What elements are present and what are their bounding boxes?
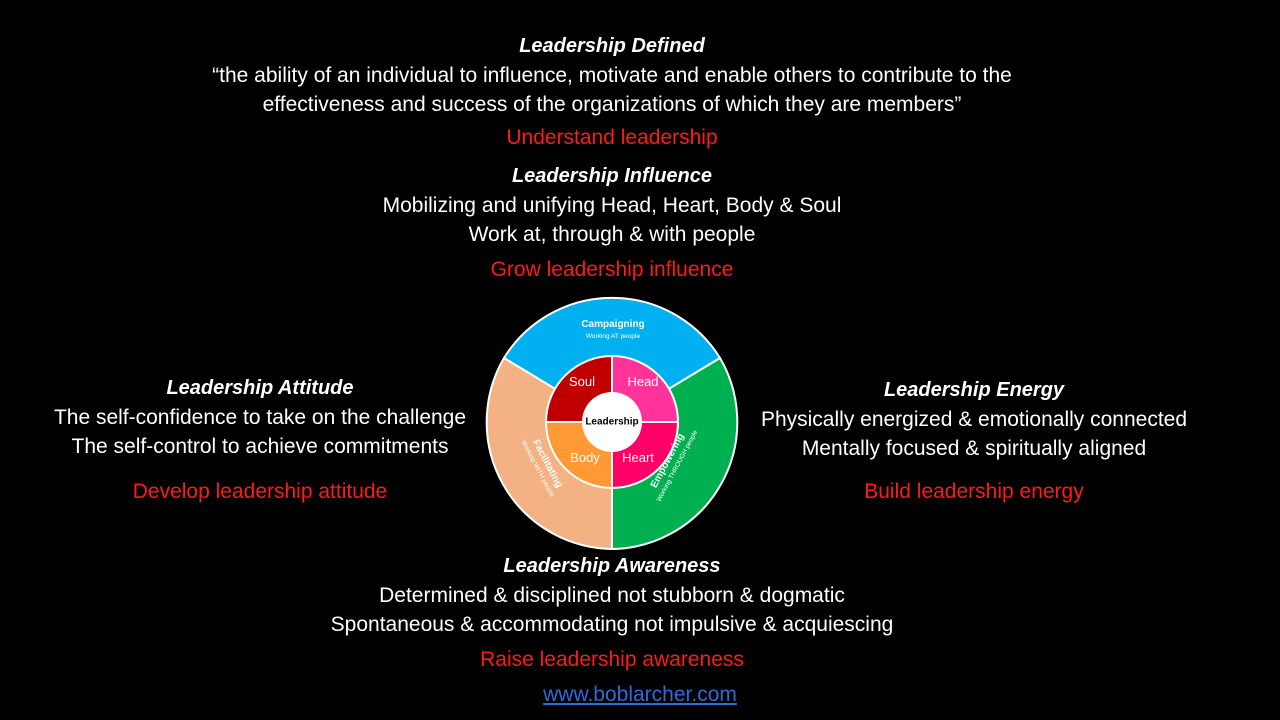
attitude-line-2: The self-control to achieve commitments bbox=[71, 435, 449, 458]
section-leadership-defined: Leadership Defined “the ability of an in… bbox=[0, 32, 1224, 152]
energy-line-2: Mentally focused & spiritually aligned bbox=[801, 437, 1147, 460]
awareness-line-2: Spontaneous & accommodating not impulsiv… bbox=[330, 613, 894, 636]
quadrant-label-soul: Soul bbox=[569, 374, 595, 389]
awareness-line-1: Determined & disciplined not stubborn & … bbox=[379, 584, 845, 607]
definition-line-1: “the ability of an individual to influen… bbox=[212, 64, 1012, 87]
section-title: Leadership Energy bbox=[883, 379, 1065, 401]
ring-label-campaigning: Campaigning bbox=[581, 319, 644, 330]
center-label: Leadership bbox=[585, 417, 638, 428]
leadership-wheel-diagram: Leadership Head Heart Body Soul Campaign… bbox=[485, 296, 739, 551]
section-title: Leadership Attitude bbox=[166, 377, 354, 399]
footer: www.boblarcher.com bbox=[0, 683, 1280, 707]
section-leadership-awareness: Leadership Awareness Determined & discip… bbox=[0, 552, 1224, 674]
action-text: Grow leadership influence bbox=[490, 258, 734, 281]
section-title: Leadership Influence bbox=[511, 165, 713, 187]
influence-line-1: Mobilizing and unifying Head, Heart, Bod… bbox=[382, 194, 842, 217]
definition-line-2: effectiveness and success of the organiz… bbox=[262, 93, 962, 116]
quadrant-label-body: Body bbox=[570, 450, 600, 465]
energy-line-1: Physically energized & emotionally conne… bbox=[760, 408, 1188, 431]
attitude-line-1: The self-confidence to take on the chall… bbox=[53, 406, 467, 429]
action-text: Raise leadership awareness bbox=[480, 648, 744, 671]
quadrant-label-heart: Heart bbox=[622, 450, 654, 465]
section-title: Leadership Awareness bbox=[503, 555, 721, 577]
website-link[interactable]: www.boblarcher.com bbox=[543, 683, 737, 706]
action-text: Build leadership energy bbox=[864, 480, 1084, 503]
action-text: Understand leadership bbox=[506, 126, 718, 149]
action-text: Develop leadership attitude bbox=[132, 480, 388, 503]
section-leadership-influence: Leadership Influence Mobilizing and unif… bbox=[0, 162, 1224, 284]
ring-sublabel-campaigning: Working AT people bbox=[586, 333, 641, 340]
section-leadership-attitude: Leadership Attitude The self-confidence … bbox=[20, 374, 500, 506]
quadrant-label-head: Head bbox=[627, 374, 658, 389]
section-title: Leadership Defined bbox=[519, 35, 705, 57]
influence-line-2: Work at, through & with people bbox=[468, 223, 756, 246]
center-circle bbox=[582, 392, 642, 452]
section-leadership-energy: Leadership Energy Physically energized &… bbox=[738, 376, 1210, 506]
